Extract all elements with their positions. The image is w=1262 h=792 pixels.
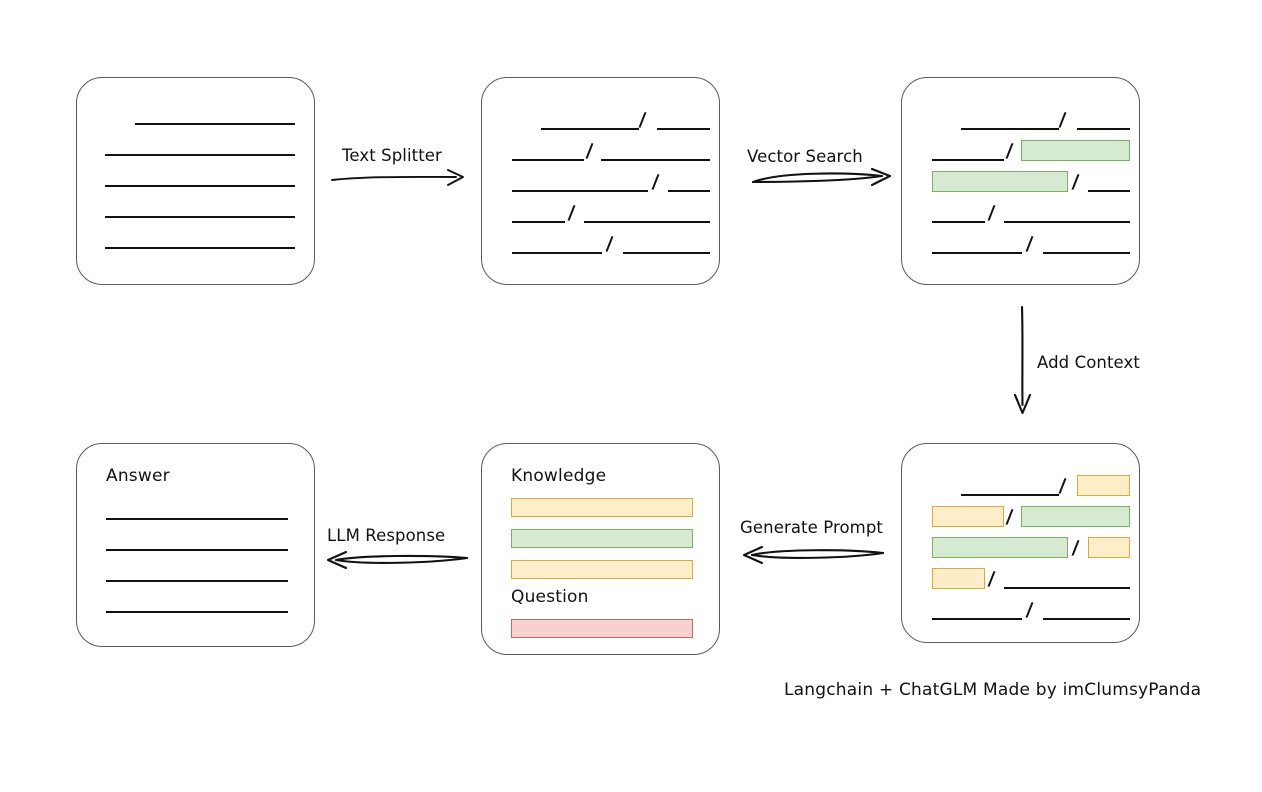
arrow-text-splitter: [331, 169, 464, 186]
chunk-separator: /: [651, 170, 660, 194]
chunk-separator: /: [1058, 474, 1067, 498]
chunk-line: [623, 252, 710, 254]
chunk-line: [961, 494, 1059, 496]
answer-card-box[interactable]: Answer: [76, 443, 315, 647]
chunk-line: [1043, 252, 1130, 254]
document-line: [105, 154, 295, 156]
document-line: [105, 216, 295, 218]
chunk-line: [932, 618, 1022, 620]
source-document-box[interactable]: [76, 77, 315, 285]
chunk-line: [932, 159, 1004, 161]
edge-label-vector-search: Vector Search: [747, 147, 863, 166]
document-line: [105, 185, 295, 187]
chunk-separator: /: [1025, 598, 1034, 622]
context-chunk-yellow[interactable]: [1077, 475, 1130, 496]
chunk-line: [961, 128, 1059, 130]
chunk-line: [512, 190, 648, 192]
answer-line: [106, 580, 288, 582]
chunk-line: [512, 221, 565, 223]
context-chunk-green[interactable]: [1021, 506, 1130, 527]
chunk-separator: /: [1058, 108, 1067, 132]
chunk-separator: /: [987, 567, 996, 591]
chunk-separator: /: [605, 232, 614, 256]
arrow-generate-prompt: [742, 545, 885, 565]
chunk-line: [1043, 618, 1130, 620]
arrow-add-context: [1013, 305, 1032, 415]
answer-label: Answer: [106, 466, 170, 486]
chunk-separator: /: [1005, 139, 1014, 163]
diagram-caption: Langchain + ChatGLM Made by imClumsyPand…: [784, 680, 1202, 700]
edge-label-generate-prompt: Generate Prompt: [740, 518, 883, 537]
chunk-separator: /: [585, 139, 594, 163]
edge-label-add-context: Add Context: [1037, 353, 1140, 372]
retrieved-chunk-green[interactable]: [932, 171, 1068, 192]
edge-label-llm-response: LLM Response: [327, 526, 446, 545]
chunk-separator: /: [638, 108, 647, 132]
chunk-line: [584, 221, 710, 223]
prompt-card-box[interactable]: Knowledge Question: [481, 443, 720, 655]
matched-chunks-box[interactable]: / / / / /: [901, 77, 1140, 285]
chunk-separator: /: [1025, 232, 1034, 256]
context-chunks-box[interactable]: / / / / /: [901, 443, 1140, 643]
knowledge-bar-yellow[interactable]: [511, 560, 693, 579]
chunk-separator: /: [987, 201, 996, 225]
chunk-line: [1077, 128, 1130, 130]
answer-line: [106, 611, 288, 613]
knowledge-bar-yellow[interactable]: [511, 498, 693, 517]
knowledge-bar-green[interactable]: [511, 529, 693, 548]
chunk-separator: /: [567, 201, 576, 225]
chunk-separator: /: [1071, 170, 1080, 194]
context-chunk-yellow[interactable]: [1088, 537, 1130, 558]
question-label: Question: [511, 587, 589, 607]
chunk-separator: /: [1071, 536, 1080, 560]
chunk-line: [1004, 221, 1130, 223]
chunk-line: [657, 128, 710, 130]
document-line: [105, 247, 295, 249]
context-chunk-yellow[interactable]: [932, 506, 1004, 527]
context-chunk-green[interactable]: [932, 537, 1068, 558]
chunk-line: [932, 221, 985, 223]
context-chunk-yellow[interactable]: [932, 568, 985, 589]
retrieved-chunk-green[interactable]: [1021, 140, 1130, 161]
chunk-line: [668, 190, 710, 192]
split-chunks-box[interactable]: / / / / /: [481, 77, 720, 285]
chunk-line: [1088, 190, 1130, 192]
chunk-line: [932, 252, 1022, 254]
chunk-line: [601, 159, 710, 161]
arrow-vector-search: [751, 167, 892, 187]
chunk-line: [512, 159, 584, 161]
document-line: [135, 123, 295, 125]
answer-line: [106, 518, 288, 520]
edge-label-text-splitter: Text Splitter: [342, 146, 442, 165]
chunk-line: [541, 128, 639, 130]
arrow-llm-response: [326, 550, 469, 570]
knowledge-label: Knowledge: [511, 466, 607, 486]
answer-line: [106, 549, 288, 551]
chunk-line: [1004, 587, 1130, 589]
question-bar-red[interactable]: [511, 619, 693, 638]
chunk-line: [512, 252, 602, 254]
chunk-separator: /: [1005, 505, 1014, 529]
